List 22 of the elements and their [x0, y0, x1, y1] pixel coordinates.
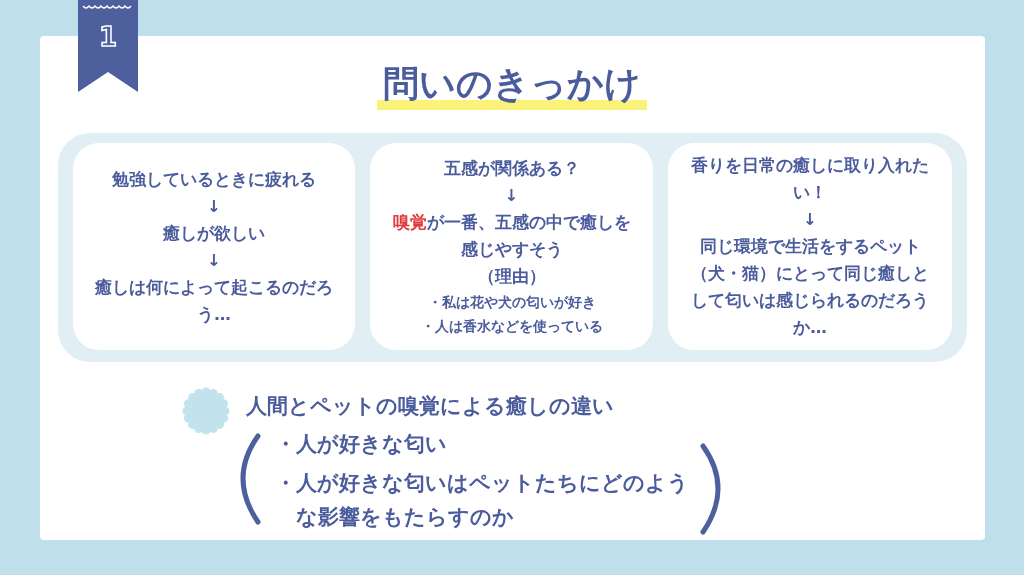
arrow-symbol: ↓	[504, 185, 519, 207]
card-text: 五感が関係ある？	[443, 158, 580, 180]
text-card	[668, 143, 952, 350]
arrow-symbol: ↓	[207, 249, 221, 272]
card-text: 勉強しているときに疲れる	[112, 168, 316, 191]
bullet-text: ・人が好きな匂い	[275, 431, 447, 458]
card-text: （理由）	[477, 266, 546, 288]
card-text: ・人は香水などを使っている	[420, 317, 603, 336]
card-text: ・私は花や犬の匂いが好き	[427, 293, 596, 312]
ribbon-badge: 1	[78, 0, 138, 92]
text-card	[73, 143, 355, 350]
arrow-symbol: ↓	[803, 209, 817, 231]
arrow-symbol: ↓	[207, 195, 221, 218]
card-text: 香りを日常の癒しに取り入れたい！	[690, 155, 930, 204]
subheading: 人間とペットの嗅覚による癒しの違い	[246, 393, 614, 420]
card-background	[58, 133, 967, 362]
card-text: 癒しが欲しい	[163, 222, 265, 245]
card-text: 嗅覚が一番、五感の中で癒しを感じやすそう	[391, 212, 632, 261]
card-text: 癒しは何によって起こるのだろう…	[94, 276, 334, 326]
bullet-text: ・人が好きな匂いはペットたちにどのような影響をもたらすのか	[275, 470, 690, 531]
card-text: 同じ環境で生活をするペット（犬・猫）にとって同じ癒しとして匂いは感じられるのだろうか…	[690, 236, 930, 339]
text-card	[370, 143, 653, 350]
